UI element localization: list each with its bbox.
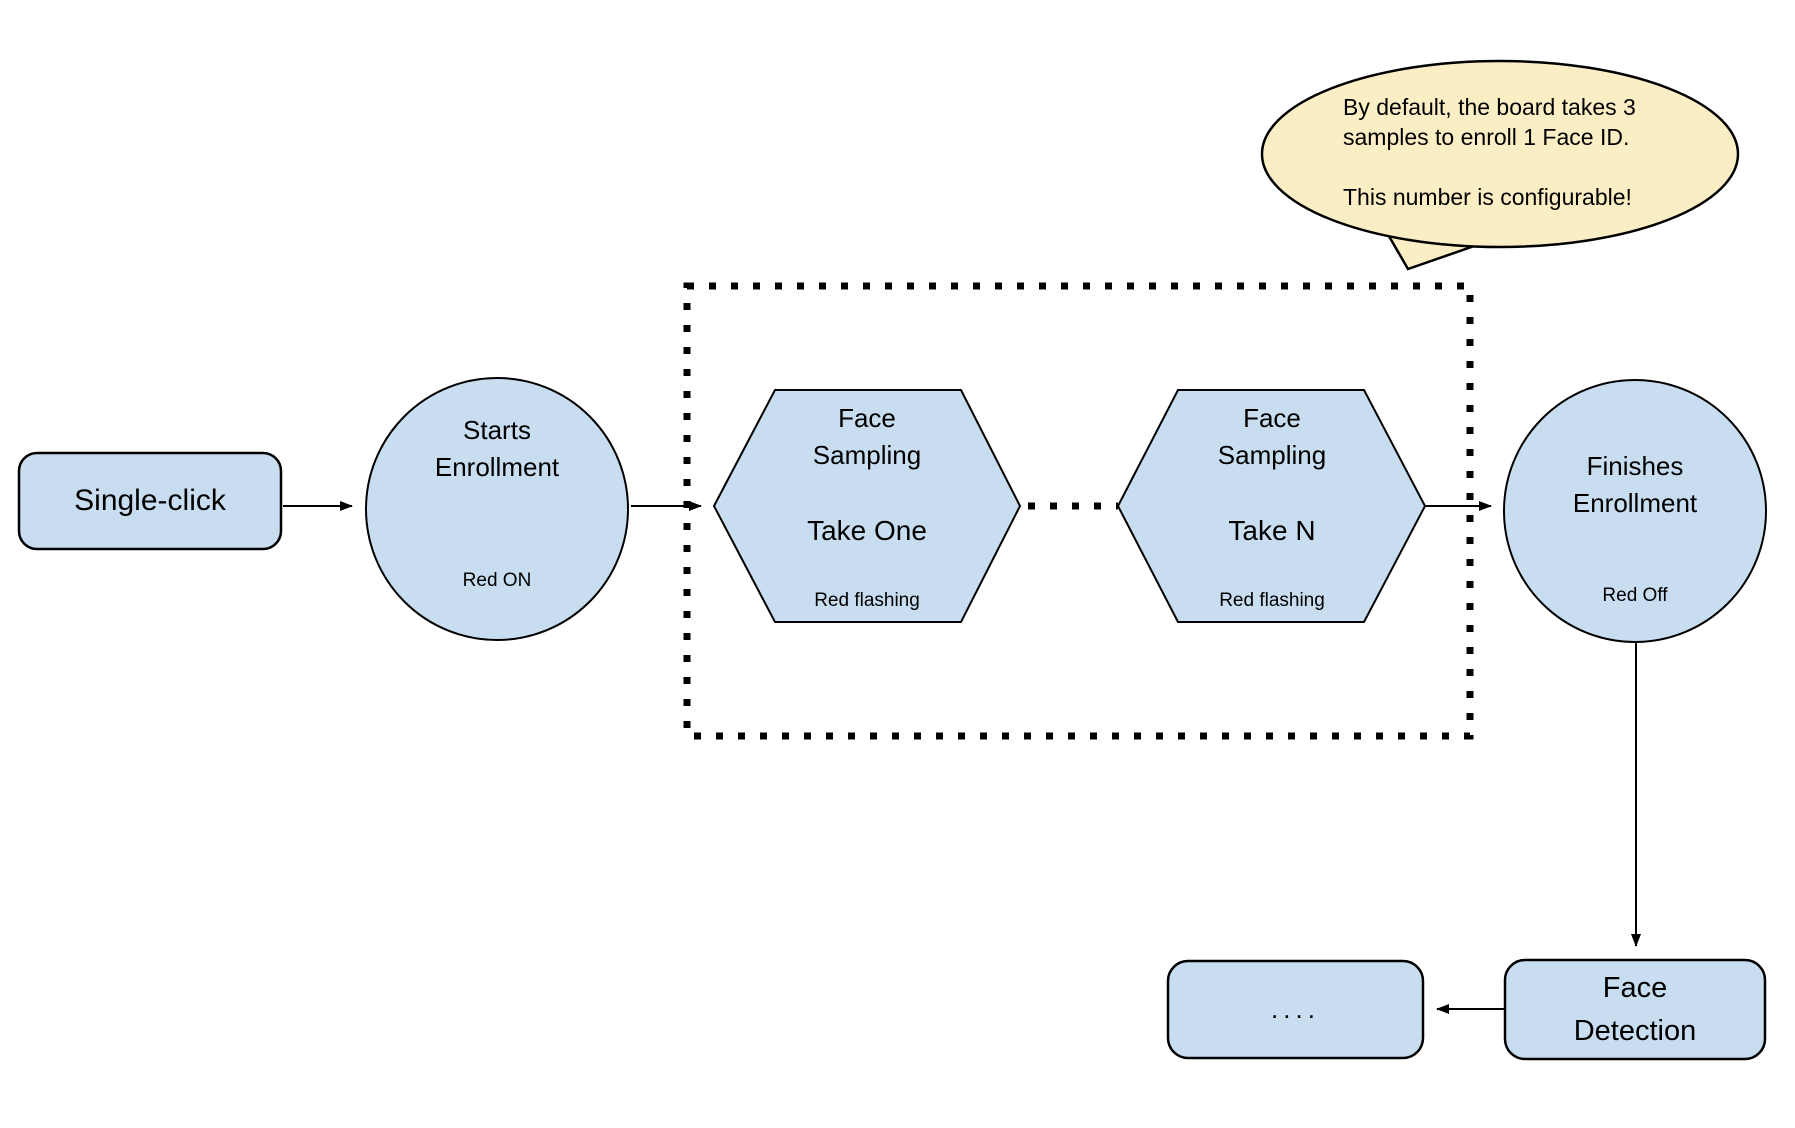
finishes-enrollment-label-line2: Enrollment [1572, 488, 1698, 518]
face-sampling-one-label-line1: Face [838, 403, 896, 433]
callout-text-line2: samples to enroll 1 Face ID. [1343, 124, 1630, 150]
starts-enrollment-status: Red ON [462, 570, 532, 591]
face-sampling-one-label: Face Sampling [737, 400, 997, 474]
single-click-label: Single-click [74, 484, 226, 517]
face-sampling-one-status: Red flashing [814, 590, 920, 611]
face-sampling-one-label-line2: Sampling [812, 440, 922, 470]
single-click-node [17, 451, 283, 551]
face-sampling-n-node [1116, 389, 1427, 623]
starts-enrollment-label-line2: Enrollment [434, 452, 560, 482]
finishes-enrollment-label: Finishes Enrollment [1515, 448, 1755, 522]
finishes-enrollment-node [1503, 379, 1767, 643]
face-sampling-n-status: Red flashing [1219, 590, 1325, 611]
face-sampling-one-step: Take One [807, 515, 927, 546]
face-detection-label-line1: Face [1602, 971, 1668, 1004]
starts-enrollment-node [365, 377, 629, 641]
finishes-enrollment-status: Red Off [1602, 585, 1668, 606]
face-detection-label-line2: Detection [1573, 1014, 1697, 1047]
starts-enrollment-label-line1: Starts [463, 415, 531, 445]
callout-text-line4: This number is configurable! [1343, 184, 1632, 210]
finishes-enrollment-label-line1: Finishes [1586, 451, 1684, 481]
callout-text-line3 [1343, 152, 1723, 182]
callout-bubble [1260, 59, 1740, 249]
callout-text-line1: By default, the board takes 3 [1343, 94, 1636, 120]
face-detection-label: Face Detection [1505, 960, 1765, 1059]
callout-text: By default, the board takes 3 samples to… [1343, 92, 1723, 212]
face-sampling-n-step: Take N [1228, 515, 1316, 546]
face-sampling-n-label: Face Sampling [1142, 400, 1402, 474]
continuation-label: .... [1271, 994, 1320, 1024]
face-detection-node [1503, 958, 1767, 1061]
face-sampling-n-label-line1: Face [1243, 403, 1301, 433]
continuation-node [1166, 959, 1425, 1060]
face-sampling-n-label-line2: Sampling [1217, 440, 1327, 470]
face-sampling-one-node [712, 389, 1022, 623]
starts-enrollment-label: Starts Enrollment [377, 412, 617, 486]
